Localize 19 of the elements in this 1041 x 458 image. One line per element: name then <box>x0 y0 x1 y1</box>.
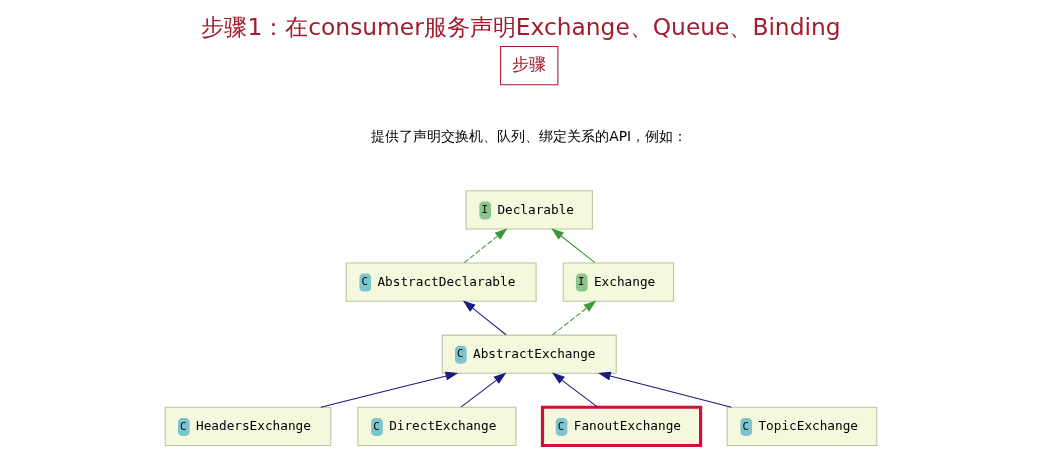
node-box: C AbstractDeclarable <box>345 262 537 302</box>
label: 提供了声明交换机、队列、绑定关系的API，例如： <box>370 128 687 145</box>
diagram-title: 步骤1：在consumer服务声明Exchange、Queue、Binding <box>200 13 841 42</box>
arrow <box>551 372 598 408</box>
node-box: C HeadersExchange <box>164 406 331 446</box>
node-box: C AbstractExchange <box>441 334 617 374</box>
arrow <box>597 371 732 408</box>
node-box: C DirectExchange <box>356 406 516 446</box>
node-box: C FanoutExchange <box>540 405 702 448</box>
arrow <box>463 228 507 264</box>
node-box: I Exchange <box>562 262 674 302</box>
label: 步骤 <box>511 53 546 74</box>
arrow <box>551 300 596 336</box>
arrow <box>460 372 506 408</box>
node-box: I Declarable <box>465 190 593 230</box>
node-box: C TopicExchange <box>726 406 877 446</box>
arrow <box>462 300 507 336</box>
arrow <box>550 228 595 264</box>
arrow <box>319 371 458 408</box>
